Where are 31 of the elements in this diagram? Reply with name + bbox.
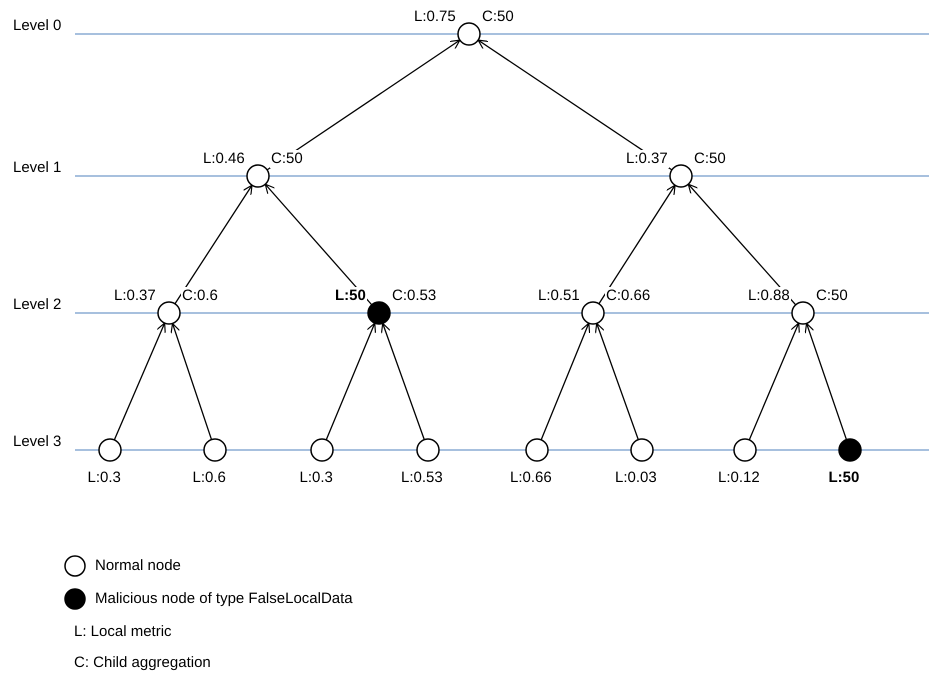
normal-node-circle xyxy=(416,438,440,462)
normal-node-circle xyxy=(733,438,757,462)
normal-node-circle xyxy=(98,438,122,462)
normal-node-circle xyxy=(630,438,654,462)
arrow xyxy=(598,184,676,304)
arrow xyxy=(114,322,166,440)
normal-node-circle xyxy=(457,22,481,46)
normal-node-circle xyxy=(791,301,815,325)
normal-node-circle xyxy=(203,438,227,462)
arrow xyxy=(688,184,796,306)
normal-node-circle xyxy=(157,301,181,325)
arrow xyxy=(170,322,212,440)
normal-node-circle xyxy=(669,164,693,188)
arrow xyxy=(326,322,376,440)
normal-node-circle xyxy=(525,438,549,462)
arrow xyxy=(540,322,590,440)
legend-text: Malicious node of type FalseLocalData xyxy=(94,590,354,608)
malicious-node-circle xyxy=(367,301,391,325)
arrow xyxy=(804,322,848,440)
malicious-node-circle xyxy=(838,438,862,462)
arrow xyxy=(380,322,425,440)
normal-node-circle xyxy=(581,301,605,325)
legend-text: C: Child aggregation xyxy=(73,654,212,672)
arrow xyxy=(748,322,800,440)
arrow xyxy=(594,322,639,440)
arrow xyxy=(264,184,372,306)
normal-node-circle xyxy=(246,164,270,188)
normal-node-circle xyxy=(310,438,334,462)
arrow xyxy=(174,184,253,304)
local-metric-label: L:0.37 xyxy=(625,150,669,168)
child-aggregation-label: C:50 xyxy=(270,150,304,168)
